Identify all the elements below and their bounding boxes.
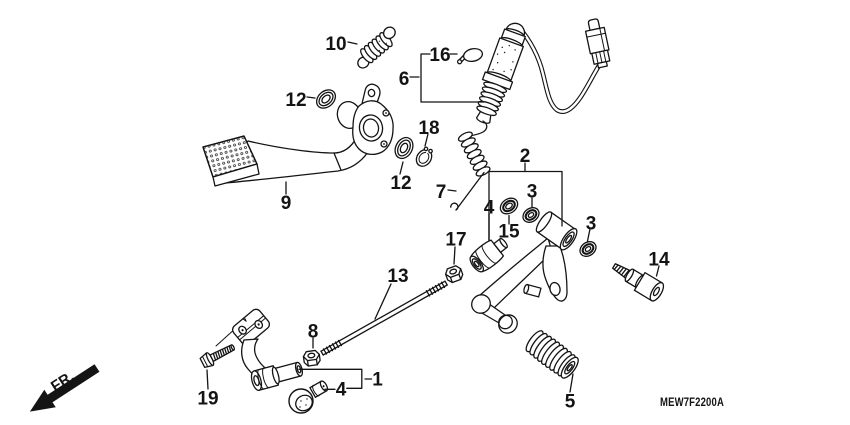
callout-12b: 12 [390,173,411,194]
callout-labels: 10 16 12 6 18 2 12 9 7 3 4 15 3 14 17 13… [197,34,670,413]
callout-15: 15 [498,222,520,243]
callout-12a: 12 [285,90,306,111]
callout-7: 7 [436,182,447,203]
part-6-brake-switch-drawing [475,22,526,124]
callout-5: 5 [565,392,576,413]
callout-14: 14 [648,250,670,271]
part-1-shift-arm-drawing [215,308,329,414]
callout-19: 19 [197,389,218,410]
callout-4b: 4 [336,380,347,401]
part-18-snap-ring-drawing [415,146,433,167]
wire-connector-drawing [584,18,611,69]
part-17-nut-drawing [444,265,464,284]
part-19-bolt-drawing [199,344,236,369]
part-10-spring-drawing [357,26,396,69]
part-16-clip-drawing [456,47,484,65]
diagram-code: MEW7F2200A [660,395,724,409]
front-direction-arrow [29,364,100,412]
switch-body-speckle [492,44,516,73]
callout-10: 10 [325,34,346,55]
callout-9: 9 [281,193,292,214]
part-12-seal-lower-drawing [394,136,414,160]
callout-13: 13 [387,266,408,287]
callout-16: 16 [429,45,450,66]
part-6-switch-wire [515,23,603,114]
part-15-washer-drawing [499,197,519,215]
callout-8: 8 [308,322,319,343]
callout-3b: 3 [586,214,597,235]
callout-3a: 3 [527,182,538,203]
callout-17: 17 [445,230,466,251]
part-3-washer-lower-drawing [579,241,597,257]
part-7-switch-spring-drawing [450,120,491,211]
part-8-nut-drawing [302,349,321,367]
part-3-washer-upper-drawing [522,207,540,223]
callout-6: 6 [399,69,410,90]
callout-1: 1 [372,370,383,391]
part-2-link-arm-drawing [471,211,578,334]
callout-4a: 4 [484,198,495,219]
callout-2: 2 [520,146,531,167]
part-9-brake-pedal-drawing [202,83,394,187]
part-12-seal-upper-drawing [315,89,337,109]
part-14-bolt-drawing [612,263,665,302]
part-5-spring-drawing [525,330,579,379]
part-13-rod-drawing [320,280,448,356]
part-4-stud-lower-drawing [309,380,329,398]
part-4-joint-upper-drawing [469,237,508,273]
callout-18: 18 [418,118,439,139]
callout-leader-lines [206,41,660,393]
